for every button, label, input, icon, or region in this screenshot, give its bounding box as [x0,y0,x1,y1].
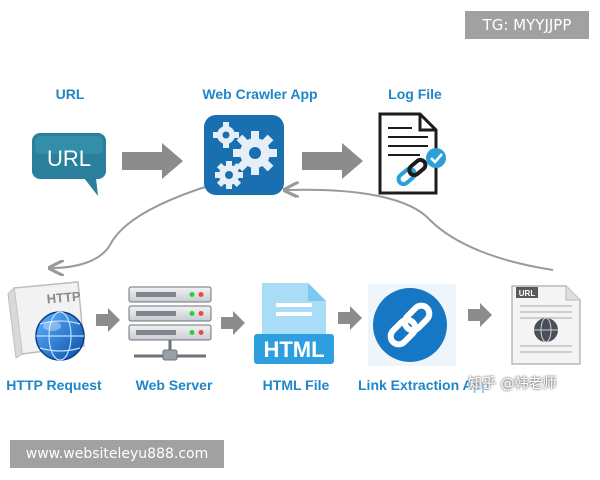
log-file-icon [378,112,446,195]
link-label: Link Extraction App [358,377,490,393]
arrow-urldoc-to-crawler [287,190,554,271]
arrow-server-to-html [221,311,245,335]
http-label: HTTP Request [6,377,102,393]
crawler-gears-icon [204,115,284,195]
html-icon-text: HTML [263,337,324,362]
url-bubble-text: URL [47,146,91,171]
crawler-label: Web Crawler App [202,86,318,102]
arrow-html-to-link [338,306,362,330]
link-extraction-icon [368,284,456,366]
log-label: Log File [388,86,442,102]
url-bubble-icon: URL [32,133,106,196]
arrow-crawler-to-http [52,186,206,268]
http-icon-text: HTTP [46,289,81,307]
arrow-http-to-server [96,308,120,332]
server-label: Web Server [135,377,213,393]
urldoc-icon-text: URL [519,289,536,298]
watermark-bottom-right: 知乎 @韩老师 [468,373,592,395]
html-file-icon: HTML [254,283,334,364]
watermark-bottom-left: www.websiteleyu888.com [10,440,224,468]
http-request-icon: HTTP [7,281,85,361]
web-server-icon [128,286,212,361]
watermark-top-right: TG: MYYJJPP [465,11,589,39]
url-label: URL [55,86,85,102]
url-document-icon: URL [511,285,581,365]
html-label: HTML File [262,377,330,393]
arrow-crawler-to-log [302,143,363,179]
arrow-url-to-crawler [122,143,183,179]
arrow-link-to-urldoc [468,303,492,327]
